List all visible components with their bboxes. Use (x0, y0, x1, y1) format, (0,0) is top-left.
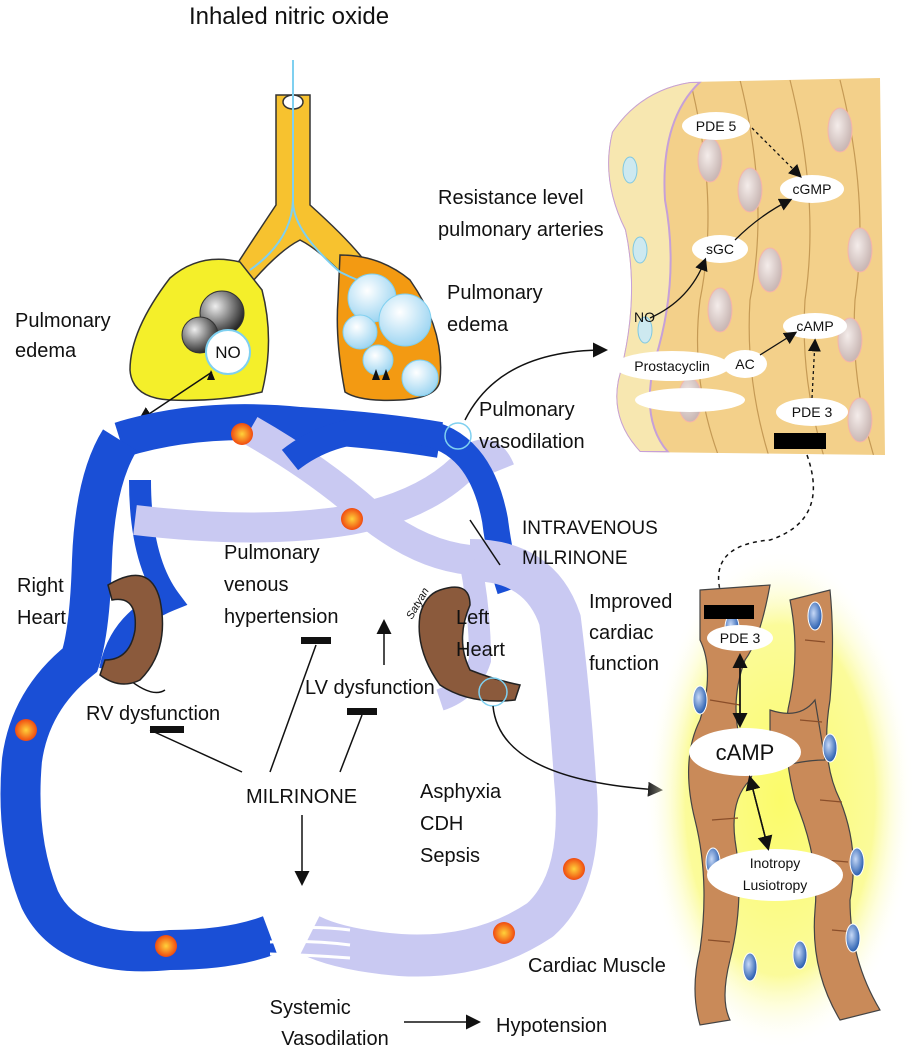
muscle-pde3-node (707, 625, 773, 651)
pvh-inhibitor (301, 637, 331, 644)
lv-dysfunction-label: LV dysfunction (305, 677, 435, 699)
svg-text:sGC: sGC (706, 241, 734, 257)
right-ventricle-wall (99, 574, 164, 685)
systemic-arterial-vessel (300, 539, 598, 977)
causes-label: Asphyxia CDH Sepsis (420, 781, 507, 867)
prostacyclin-node (614, 351, 730, 381)
yellow-glow (645, 550, 915, 1050)
lv-inhibitor (347, 708, 377, 715)
svg-text:cGMP: cGMP (793, 181, 832, 197)
cgmp-node (780, 175, 844, 203)
svg-text:PDE 3: PDE 3 (720, 630, 761, 646)
improved-function-label: Improved cardiac function (589, 591, 678, 675)
capillary-bed (269, 911, 351, 960)
sgc-node (692, 235, 748, 263)
artery-inset: PDE 5 cGMP sGC NO cAMP Prostacyclin AC P… (608, 78, 885, 455)
milrinone-dotted-path (717, 454, 815, 591)
blood-cell (231, 423, 253, 445)
svg-text:PDE 3: PDE 3 (792, 404, 833, 420)
intravenous-milrinone-label: INTRAVENOUS MILRINONE (522, 518, 663, 569)
svg-text:cAMP: cAMP (796, 318, 833, 334)
right-heart-label: Right Heart (17, 575, 69, 629)
svg-text:cAMP: cAMP (716, 740, 775, 765)
pde5-node (682, 112, 750, 140)
circulation (0, 404, 598, 977)
svg-text:PDE 5: PDE 5 (696, 118, 737, 134)
rv-inhibitor (150, 726, 184, 733)
lung-no-label: NO (215, 343, 241, 362)
cardiac-muscle-label: Cardiac Muscle (528, 955, 666, 977)
right-edema-label: Pulmonary edema (447, 282, 548, 336)
hypotension-label: Hypotension (496, 1015, 607, 1037)
effects-node (707, 849, 843, 901)
svg-text:Prostacyclin: Prostacyclin (634, 358, 709, 374)
ac-node (723, 350, 767, 378)
left-edema-label: Pulmonary edema (15, 310, 116, 362)
title: Inhaled nitric oxide (189, 3, 389, 30)
camp-node (783, 313, 847, 339)
muscle-inset: PDE 3 cAMP Inotropy Lusiotropy (645, 550, 915, 1050)
trachea (230, 94, 374, 283)
pulmonary-venous-hypertension-label: Pulmonary venous hypertension (224, 542, 339, 628)
pde3-node (776, 398, 848, 426)
left-ventricle-wall (418, 586, 521, 702)
left-heart-label: Left Heart (456, 607, 505, 661)
rv-dysfunction-label: RV dysfunction (86, 703, 220, 725)
svg-text:Lusiotropy: Lusiotropy (743, 877, 808, 893)
svg-text:Inotropy: Inotropy (750, 855, 801, 871)
milrinone-effects (149, 619, 481, 1030)
muscle-camp-node (689, 728, 801, 776)
pulmonary-artery-zoom-circle (444, 422, 472, 450)
no-alveolus (205, 329, 251, 375)
svg-text:AC: AC (735, 356, 754, 372)
pde3-inhibitor-bar (774, 433, 826, 449)
muscle-pde3-inhibitor-bar (704, 605, 754, 619)
no-node: NO (634, 309, 655, 325)
zoom-arrow-muscle (492, 705, 663, 797)
milrinone-label: MILRINONE (246, 786, 357, 808)
zoom-arrow-artery (464, 342, 608, 421)
pulmonary-vasodilation-label: Pulmonary vasodilation (479, 399, 585, 453)
lungs: NO (129, 60, 442, 422)
systemic-vasodilation-label: Systemic Vasodilation (270, 997, 389, 1050)
resistance-arteries-label: Resistance level pulmonary arteries (438, 187, 604, 241)
